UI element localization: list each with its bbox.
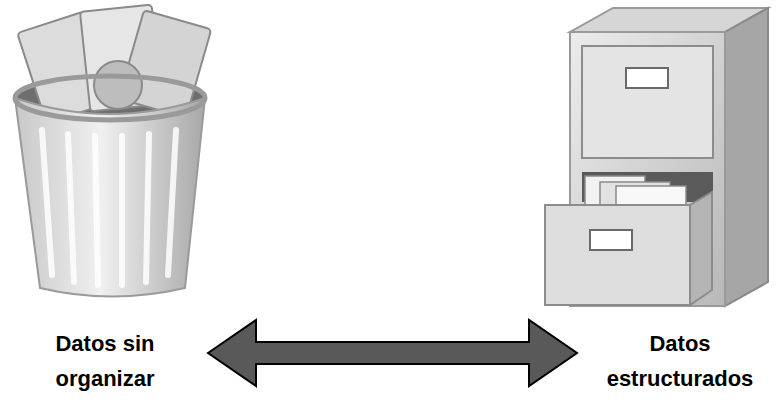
can-rim (15, 76, 205, 120)
double-arrow (208, 320, 577, 386)
can-body (15, 98, 205, 297)
top-drawer (582, 46, 713, 158)
cabinet-side (725, 8, 768, 306)
figure-caption: Datos sin organizar (25, 326, 185, 396)
trash-can-icon (15, 5, 211, 297)
open-drawer (545, 205, 690, 305)
drawer-label (590, 230, 632, 250)
drawer-label (626, 68, 668, 88)
coin (94, 61, 142, 109)
labelled-figure: Datos sin organizar (10, 322, 200, 400)
filing-cabinet-icon (545, 8, 768, 306)
can-slits (42, 130, 176, 285)
figure-caption: Datos estructurados (600, 326, 760, 396)
labelled-figure: Datos estructurados (585, 322, 775, 400)
open-drawer-side (690, 192, 712, 305)
